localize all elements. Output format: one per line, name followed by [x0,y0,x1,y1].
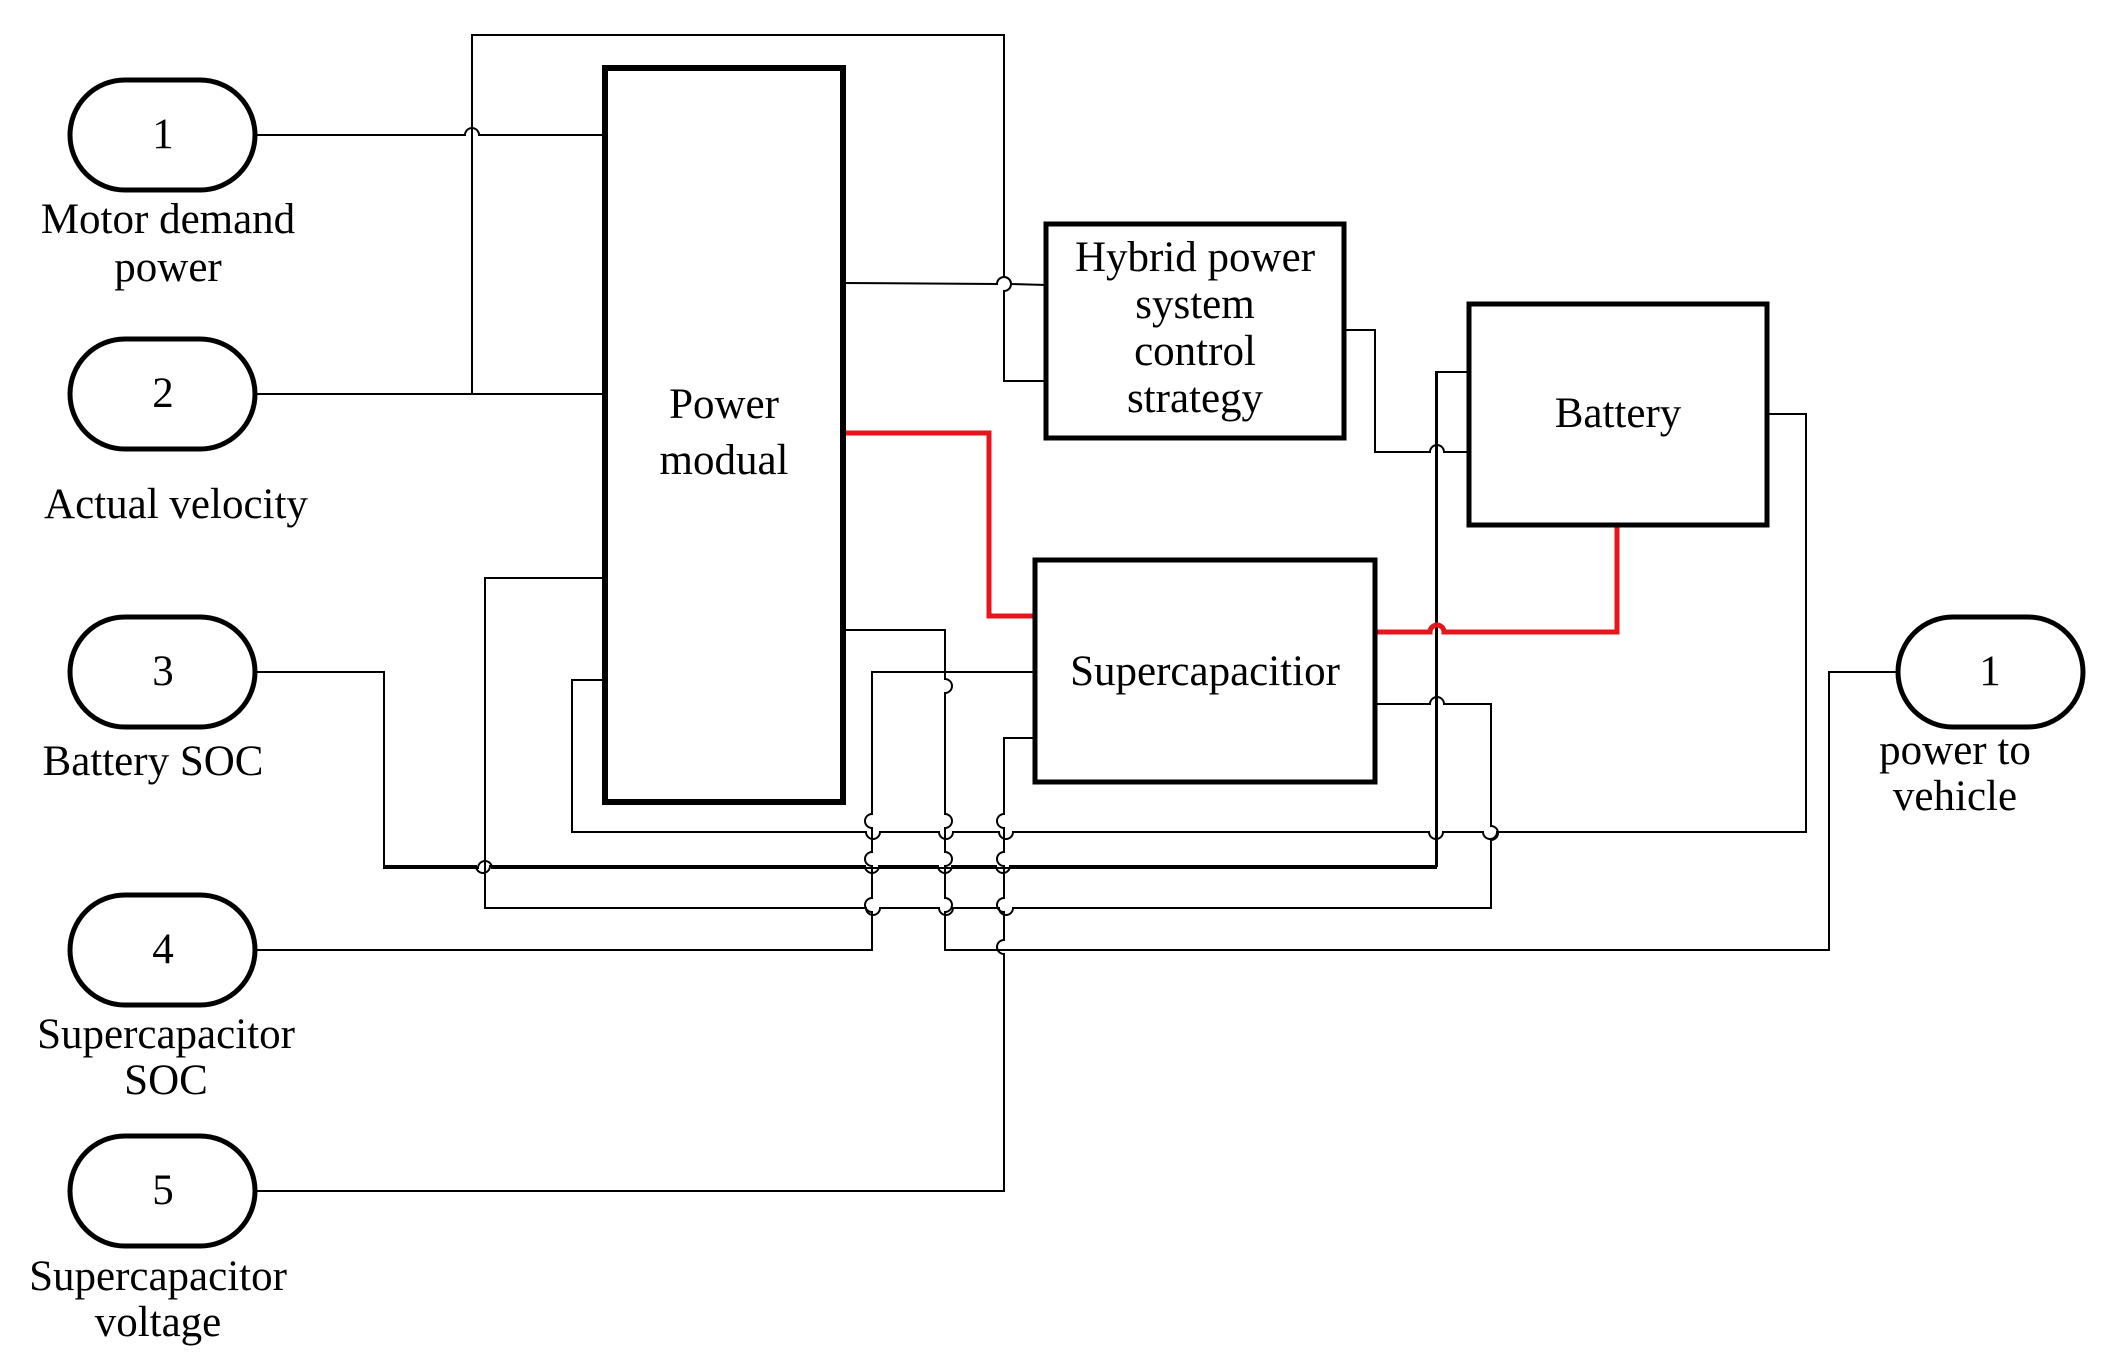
inport-4[interactable]: 4 Supercapacitor SOC [37,892,295,1104]
battery-block[interactable]: Battery [1466,301,1770,528]
wire-supercap-voltage [255,737,1035,1192]
battery-label: Battery [1555,390,1682,437]
power-module-block[interactable]: Power modual [602,65,846,805]
control-strategy-label-line-1: Hybrid power [1075,234,1315,281]
control-strategy-block[interactable]: Hybrid power system control strategy [1043,221,1347,441]
power-module-label-line-1: Power [669,381,779,428]
inport-1-number: 1 [152,111,174,158]
inport-2[interactable]: 2 Actual velocity [44,336,308,528]
power-links [843,430,1620,635]
wire-supercap-feedback [484,577,1499,916]
inport-3[interactable]: 3 Battery SOC [43,614,264,785]
supercapacitor-block[interactable]: Supercapacitior [1032,557,1378,785]
inport-5-number: 5 [152,1167,174,1214]
inport-4-label-line-2: SOC [124,1057,208,1104]
inport-5-label-line-2: voltage [95,1299,222,1346]
control-strategy-label-line-4: strategy [1127,375,1264,422]
inport-2-number: 2 [152,370,174,417]
signal-wires [255,34,1898,1192]
inport-1[interactable]: 1 Motor demand power [41,77,295,291]
inport-4-label-line-1: Supercapacitor [37,1011,295,1058]
outport-1[interactable]: 1 power to vehicle [1879,614,2086,820]
outport-1-label-line-2: vehicle [1893,773,2017,820]
inport-4-number: 4 [152,926,174,973]
inport-1-label-line-2: power [114,244,221,291]
power-link-module-to-supercap [843,430,1035,619]
inport-1-label-line-1: Motor demand [41,196,295,243]
wire-power-module-to-control-strategy [842,276,1047,286]
outport-1-label-line-1: power to [1879,727,2031,774]
inport-3-label-line-1: Battery SOC [43,738,264,785]
power-link-supercap-to-battery [1375,525,1620,635]
supercapacitor-label: Supercapacitior [1070,648,1340,695]
wire-motor-demand-to-power-module [255,127,605,136]
inport-3-number: 3 [152,648,174,695]
wire-battery-feedback [571,413,1807,840]
inport-5[interactable]: 5 Supercapacitor voltage [29,1133,287,1346]
inport-2-label-line-1: Actual velocity [44,481,308,528]
inport-5-label-line-1: Supercapacitor [29,1253,287,1300]
wire-power-module-to-output [843,629,1898,951]
control-strategy-label-line-2: system [1135,281,1254,328]
control-strategy-label-line-3: control [1134,328,1256,375]
wire-control-to-battery [1344,329,1469,453]
outport-1-number: 1 [1979,648,2001,695]
power-module-label-line-2: modual [660,437,789,484]
wire-battery-to-bus [384,371,1469,874]
